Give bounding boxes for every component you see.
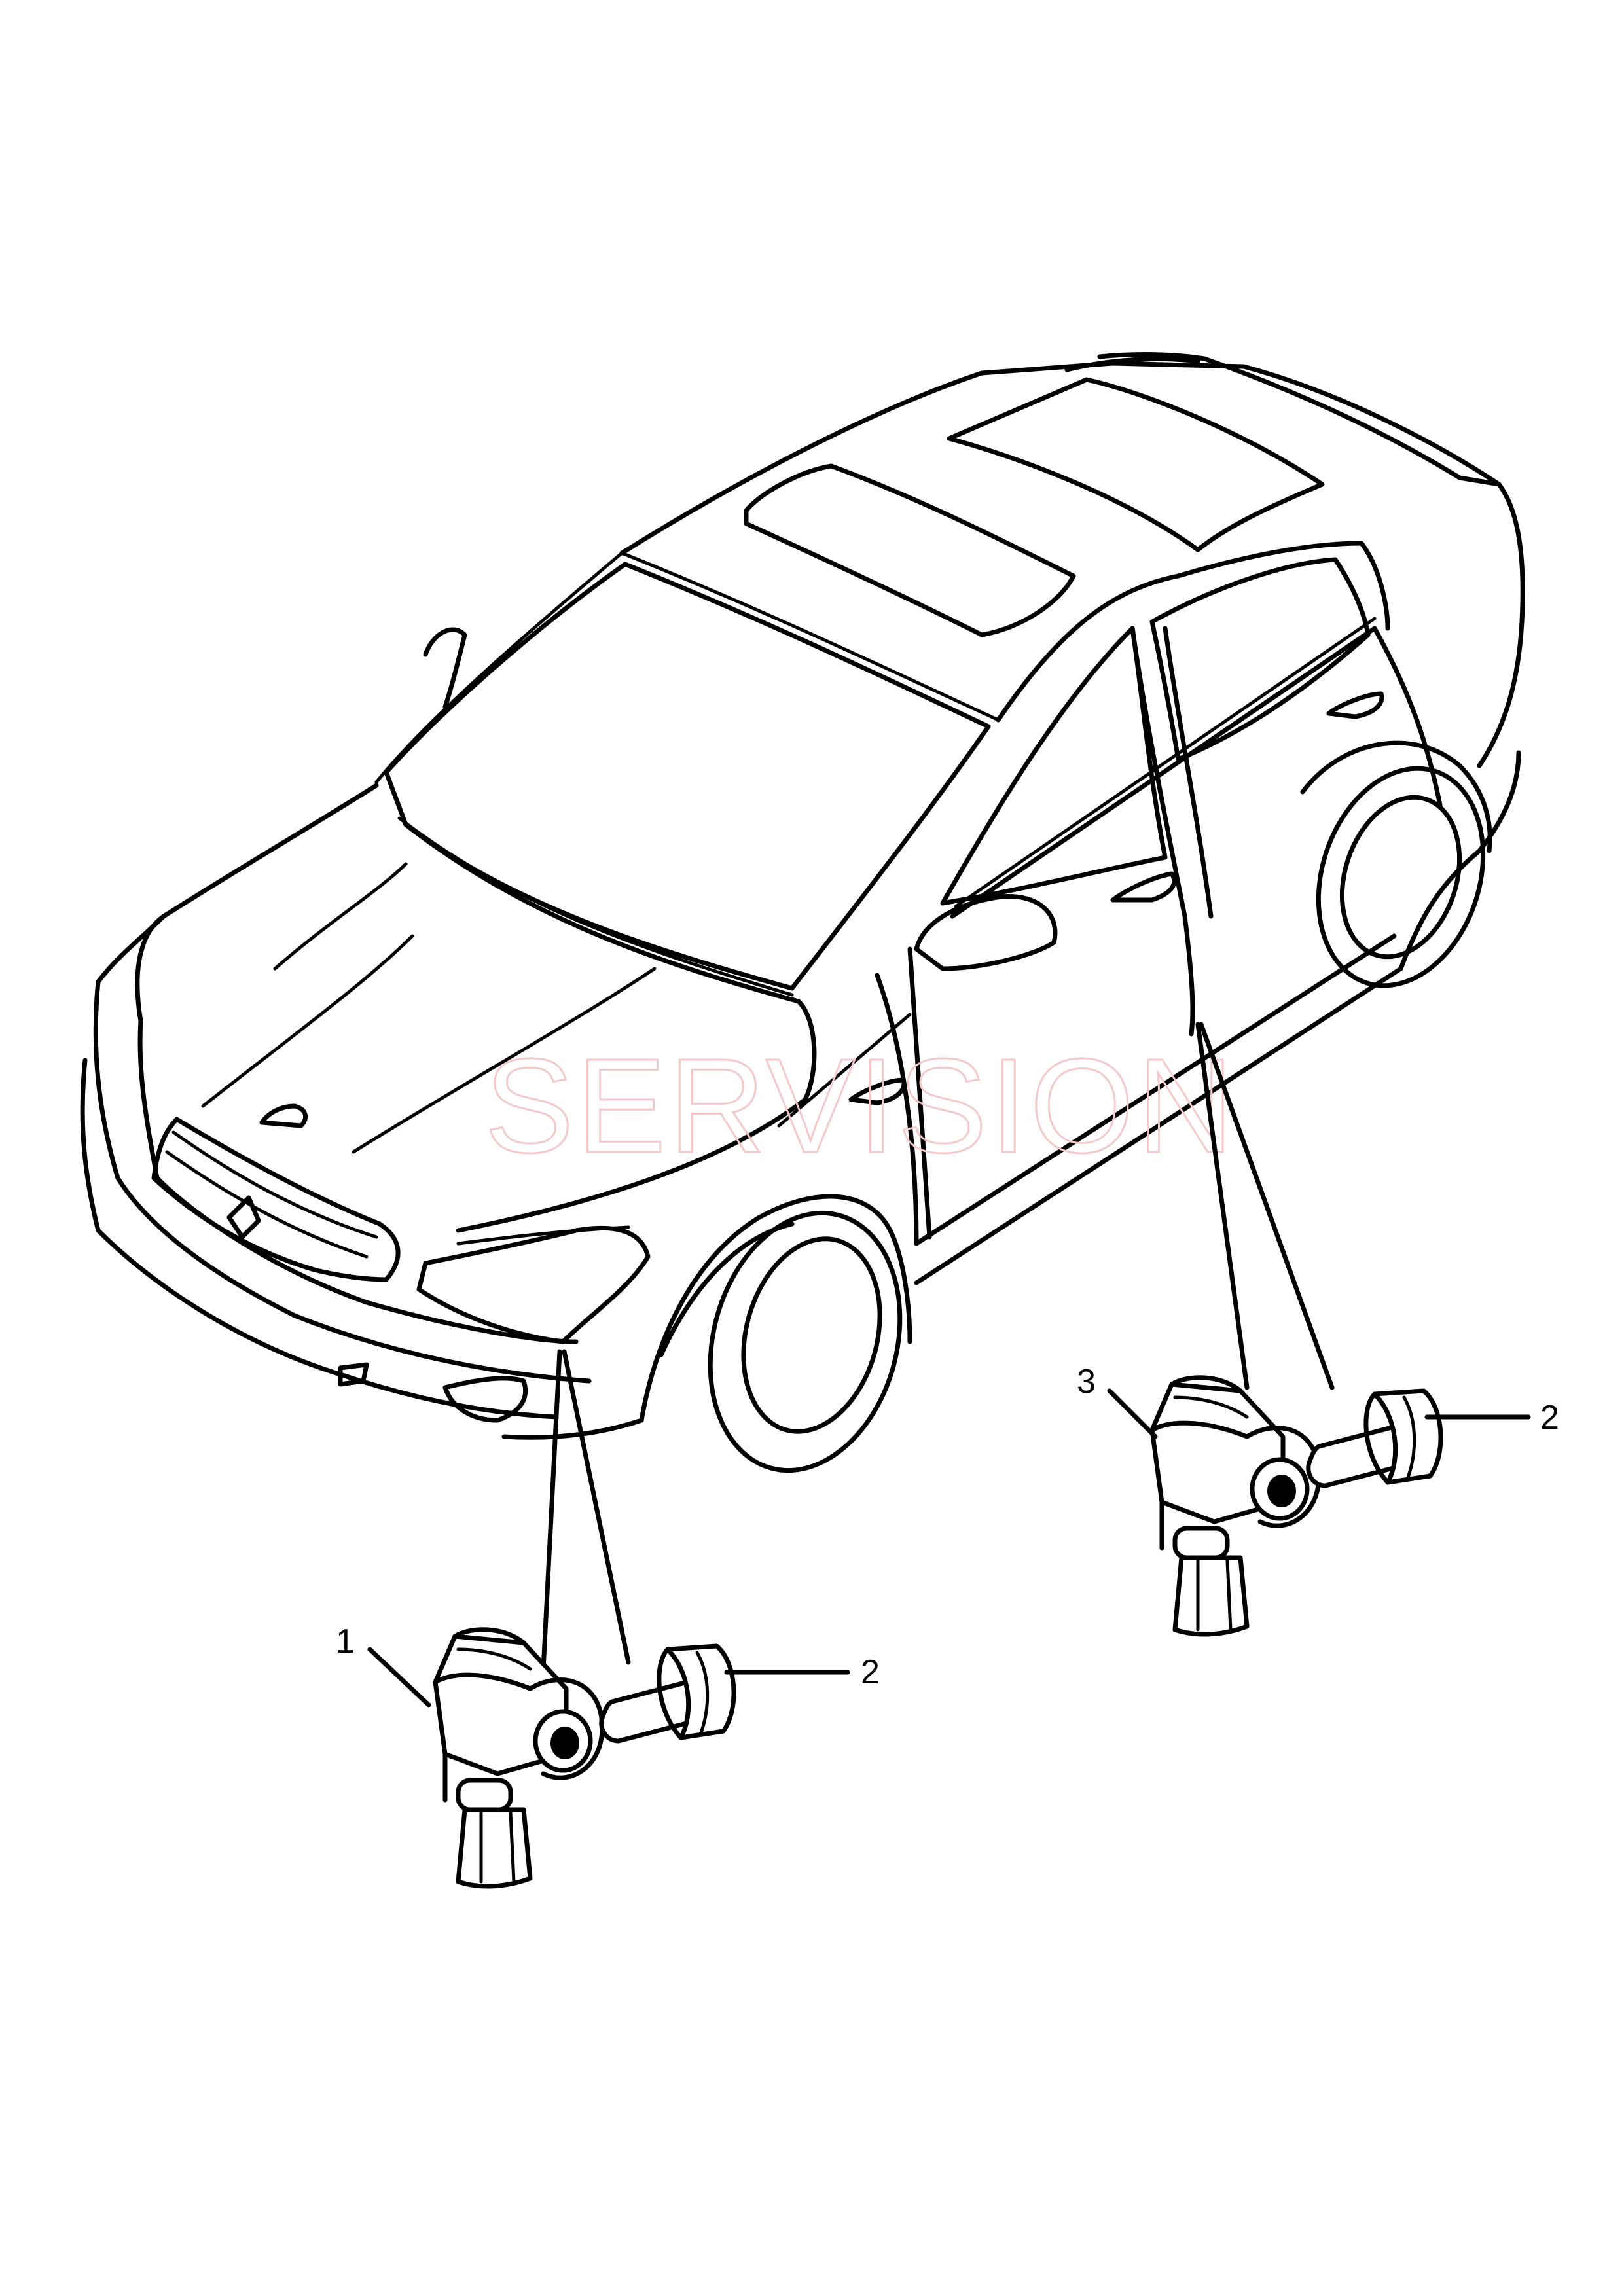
callout-leaders xyxy=(367,1388,1531,1708)
callout-2-side: 2 xyxy=(1540,1399,1559,1437)
side-mirror xyxy=(914,894,1058,971)
watermark: SERVISION xyxy=(484,1031,1236,1181)
front-wheel xyxy=(708,1210,903,1473)
rear-wheel xyxy=(1300,740,1492,988)
callout-1: 1 xyxy=(336,1623,355,1660)
sensor-1[interactable] xyxy=(433,1627,605,1889)
leader-lines xyxy=(541,1022,1335,1672)
car-body xyxy=(80,352,1525,1473)
callout-2-front: 2 xyxy=(861,1653,880,1691)
bolt-front[interactable] xyxy=(599,1643,736,1744)
headlight xyxy=(416,1225,651,1344)
sensor-3[interactable] xyxy=(1149,1375,1322,1637)
callout-3: 3 xyxy=(1077,1363,1096,1401)
bolt-side[interactable] xyxy=(1306,1388,1443,1488)
front-grille xyxy=(151,1117,401,1282)
